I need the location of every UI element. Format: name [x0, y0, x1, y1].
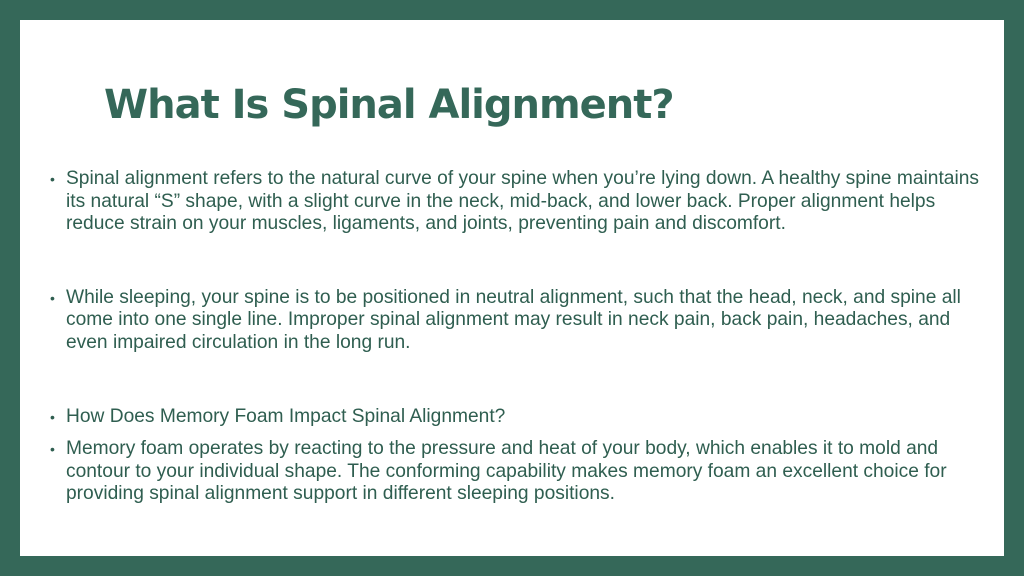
bullet-dot-icon: •: [50, 171, 55, 187]
bullet-text: While sleeping, your spine is to be posi…: [66, 286, 961, 353]
bullet-list: • Spinal alignment refers to the natural…: [50, 168, 982, 506]
slide-title: What Is Spinal Alignment?: [104, 82, 675, 128]
bullet-item: • While sleeping, your spine is to be po…: [50, 287, 982, 355]
bullet-text: Spinal alignment refers to the natural c…: [66, 168, 979, 235]
bullet-dot-icon: •: [50, 289, 55, 306]
bullet-item: • Memory foam operates by reacting to th…: [50, 438, 982, 506]
bullet-text: Memory foam operates by reacting to the …: [66, 438, 947, 505]
bullet-text: How Does Memory Foam Impact Spinal Align…: [66, 405, 506, 427]
bullet-dot-icon: •: [50, 408, 55, 425]
bullet-item: • How Does Memory Foam Impact Spinal Ali…: [50, 406, 982, 429]
bullet-dot-icon: •: [50, 441, 55, 458]
bullet-item: • Spinal alignment refers to the natural…: [50, 168, 982, 236]
slide: What Is Spinal Alignment? • Spinal align…: [20, 20, 1004, 556]
